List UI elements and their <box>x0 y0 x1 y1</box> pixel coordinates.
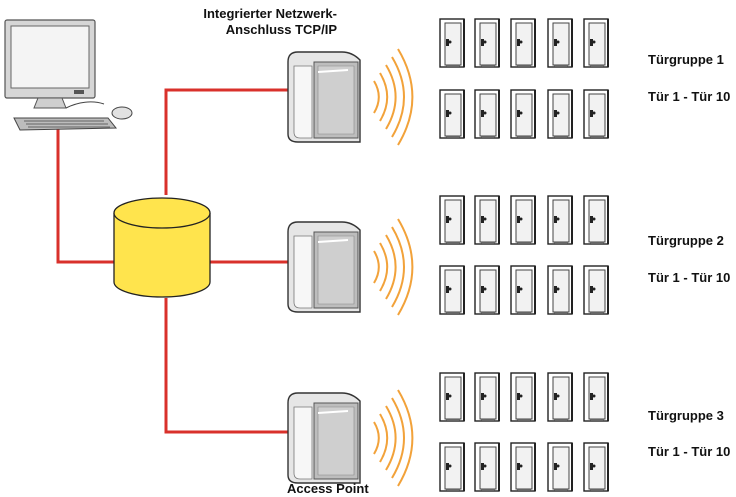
access-point-icon <box>287 221 361 313</box>
door-icon <box>439 89 465 139</box>
door-icon <box>439 195 465 245</box>
door-icon <box>547 195 573 245</box>
group-3-name: Türgruppe 3 <box>648 408 724 423</box>
door-icon <box>510 89 536 139</box>
door-icon <box>474 195 500 245</box>
database-icon <box>113 197 211 298</box>
door-icon <box>547 372 573 422</box>
access-point-label: Access Point <box>287 481 369 496</box>
door-icon <box>583 372 609 422</box>
door-icon <box>583 89 609 139</box>
door-icon <box>439 265 465 315</box>
door-icon <box>474 18 500 68</box>
group-1-range: Tür 1 - Tür 10 <box>648 89 731 104</box>
access-point-icon <box>287 392 361 484</box>
door-icon <box>583 265 609 315</box>
door-icon <box>547 442 573 492</box>
link-database-ap3 <box>164 298 288 434</box>
door-icon <box>583 18 609 68</box>
door-icon <box>474 265 500 315</box>
wireless-signal-icon <box>373 218 414 316</box>
group-1-name: Türgruppe 1 <box>648 52 724 67</box>
door-icon <box>474 442 500 492</box>
link-database-ap1 <box>164 88 288 195</box>
group-3-range: Tür 1 - Tür 10 <box>648 444 731 459</box>
door-icon <box>547 89 573 139</box>
computer-icon <box>4 19 133 131</box>
network-connection-title: Integrierter Netzwerk- Anschluss TCP/IP <box>150 6 337 38</box>
door-icon <box>547 265 573 315</box>
network-connection-line1: Integrierter Netzwerk- <box>203 6 337 21</box>
door-icon <box>474 372 500 422</box>
wireless-signal-icon <box>373 389 414 487</box>
door-icon <box>439 18 465 68</box>
wireless-signal-icon <box>373 48 414 146</box>
door-icon <box>439 442 465 492</box>
access-point-icon <box>287 51 361 143</box>
network-connection-line2: Anschluss TCP/IP <box>225 22 337 37</box>
door-icon <box>510 372 536 422</box>
door-icon <box>510 265 536 315</box>
link-computer-database <box>56 118 114 264</box>
group-2-name: Türgruppe 2 <box>648 233 724 248</box>
door-icon <box>510 442 536 492</box>
door-icon <box>474 89 500 139</box>
door-icon <box>439 372 465 422</box>
door-icon <box>510 18 536 68</box>
door-icon <box>547 18 573 68</box>
door-icon <box>510 195 536 245</box>
door-icon <box>583 442 609 492</box>
group-2-range: Tür 1 - Tür 10 <box>648 270 731 285</box>
network-links <box>56 88 288 434</box>
door-icon <box>583 195 609 245</box>
